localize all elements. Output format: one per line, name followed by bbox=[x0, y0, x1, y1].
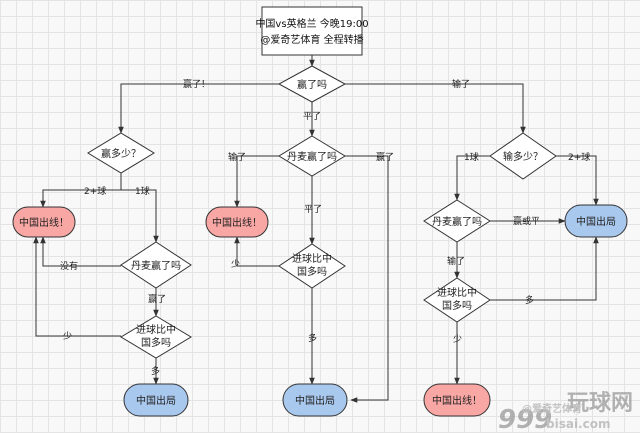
edge-mid-lost bbox=[234, 155, 279, 208]
outcome-mid-elim: 中国出局 bbox=[282, 383, 348, 417]
edge-label-left-denmark-won: 赢了 bbox=[148, 293, 166, 305]
decision-england-win-label: 赢了吗 bbox=[297, 78, 327, 91]
edge-label-mid-won: 赢了 bbox=[376, 151, 394, 163]
edge-label-right-fewer: 少 bbox=[453, 334, 462, 345]
edge-label-left-no: 没有 bbox=[60, 260, 78, 272]
decision-goals-left-label-a: 进球比中 bbox=[136, 323, 176, 336]
edge-label-win-2plus: 2+球 bbox=[84, 185, 106, 197]
edge-label-lose-2plus: 2+球 bbox=[568, 151, 590, 163]
decision-goals-left-label-b: 国多吗 bbox=[141, 336, 171, 349]
decision-denmark-win-mid-label: 丹麦赢了吗 bbox=[287, 150, 337, 163]
edge-label-right-more: 多 bbox=[525, 294, 534, 306]
edge-left-fewer bbox=[33, 236, 121, 337]
outcome-right-elim-top: 中国出局 bbox=[564, 204, 628, 238]
edge-label-left-more: 多 bbox=[151, 365, 160, 377]
decision-denmark-win-left: 丹麦赢了吗 bbox=[120, 241, 192, 289]
edge-label-mid-draw: 平了 bbox=[304, 204, 322, 215]
edge-lose bbox=[345, 83, 526, 134]
watermark-domain: bisai.com bbox=[546, 417, 610, 431]
outcome-mid-qualify: 中国出线！ bbox=[205, 206, 269, 238]
edge-win-2plus bbox=[40, 173, 122, 208]
decision-goals-mid-label-a: 进球比中 bbox=[292, 252, 332, 265]
edge-label-win-1: 1球 bbox=[135, 185, 150, 197]
edge-label-left-fewer: 少 bbox=[63, 331, 72, 342]
decision-win-margin-label: 赢多少？ bbox=[101, 147, 141, 160]
outcome-right-elim-top-label: 中国出局 bbox=[576, 215, 616, 228]
decision-goals-mid-label-b: 国多吗 bbox=[297, 265, 327, 278]
decision-win-margin: 赢多少？ bbox=[87, 132, 155, 174]
edge-label-mid-more: 多 bbox=[308, 332, 317, 344]
edge-mid-won bbox=[345, 155, 389, 403]
decision-goals-mid: 进球比中 国多吗 bbox=[278, 243, 346, 289]
outcome-right-qualify: 中国出线！ bbox=[423, 383, 491, 417]
edge-win-1 bbox=[121, 189, 159, 243]
watermark-logo: 999 bbox=[498, 405, 552, 433]
outcome-left-elim-label: 中国出局 bbox=[136, 394, 176, 407]
outcome-left-elim: 中国出局 bbox=[123, 383, 189, 417]
edge-left-no bbox=[40, 236, 121, 267]
decision-goals-right-label-a: 进球比中 bbox=[437, 286, 477, 299]
decision-denmark-win-right-label: 丹麦赢了吗 bbox=[432, 215, 482, 228]
outcome-left-qualify: 中国出线！ bbox=[12, 206, 76, 238]
edge-label-mid-fewer: 少 bbox=[231, 259, 240, 270]
title-line1: 中国vs英格兰 今晚19:00 bbox=[255, 17, 368, 30]
edge-label-lose-1: 1球 bbox=[464, 151, 479, 163]
decision-england-win: 赢了吗 bbox=[277, 65, 347, 103]
edge-label-win: 赢了！ bbox=[183, 78, 210, 90]
watermark-brand: 玩球网 bbox=[567, 391, 633, 416]
edge-lose-1 bbox=[454, 155, 490, 201]
edge-mid-fewer bbox=[234, 236, 279, 267]
edge-label-lose: 输了 bbox=[452, 78, 470, 90]
outcome-mid-qualify-label: 中国出线！ bbox=[212, 216, 262, 229]
title-box: 中国vs英格兰 今晚19:00 @爱奇艺体育 全程转播 bbox=[255, 6, 369, 56]
decision-goals-left: 进球比中 国多吗 bbox=[120, 315, 192, 359]
decision-goals-right-label-b: 国多吗 bbox=[442, 299, 472, 312]
decision-denmark-win-mid: 丹麦赢了吗 bbox=[278, 135, 346, 177]
watermark-credit: @爱奇艺体育 bbox=[522, 402, 582, 415]
decision-denmark-win-right: 丹麦赢了吗 bbox=[423, 199, 491, 243]
outcome-left-qualify-label: 中国出线！ bbox=[19, 216, 69, 229]
decision-lose-margin: 输多少？ bbox=[489, 132, 557, 180]
decision-denmark-win-left-label: 丹麦赢了吗 bbox=[131, 259, 181, 272]
outcome-right-qualify-label: 中国出线！ bbox=[432, 394, 482, 407]
title-line2: @爱奇艺体育 全程转播 bbox=[260, 33, 363, 46]
edge-right-more bbox=[490, 236, 599, 301]
edge-label-mid-lost: 输了 bbox=[228, 151, 246, 163]
edge-label-right-win-draw: 赢或平 bbox=[513, 215, 540, 227]
edge-lose-2plus bbox=[556, 155, 599, 206]
edge-win bbox=[118, 83, 279, 134]
edges bbox=[33, 55, 599, 403]
outcome-mid-elim-label: 中国出局 bbox=[295, 394, 335, 407]
decision-goals-right: 进球比中 国多吗 bbox=[423, 277, 491, 323]
edge-label-draw: 平了 bbox=[303, 111, 321, 122]
decision-lose-margin-label: 输多少？ bbox=[503, 150, 543, 163]
edge-label-right-lost: 输了 bbox=[447, 255, 465, 267]
watermark: 999 玩球网 bisai.com @爱奇艺体育 bbox=[498, 391, 633, 433]
